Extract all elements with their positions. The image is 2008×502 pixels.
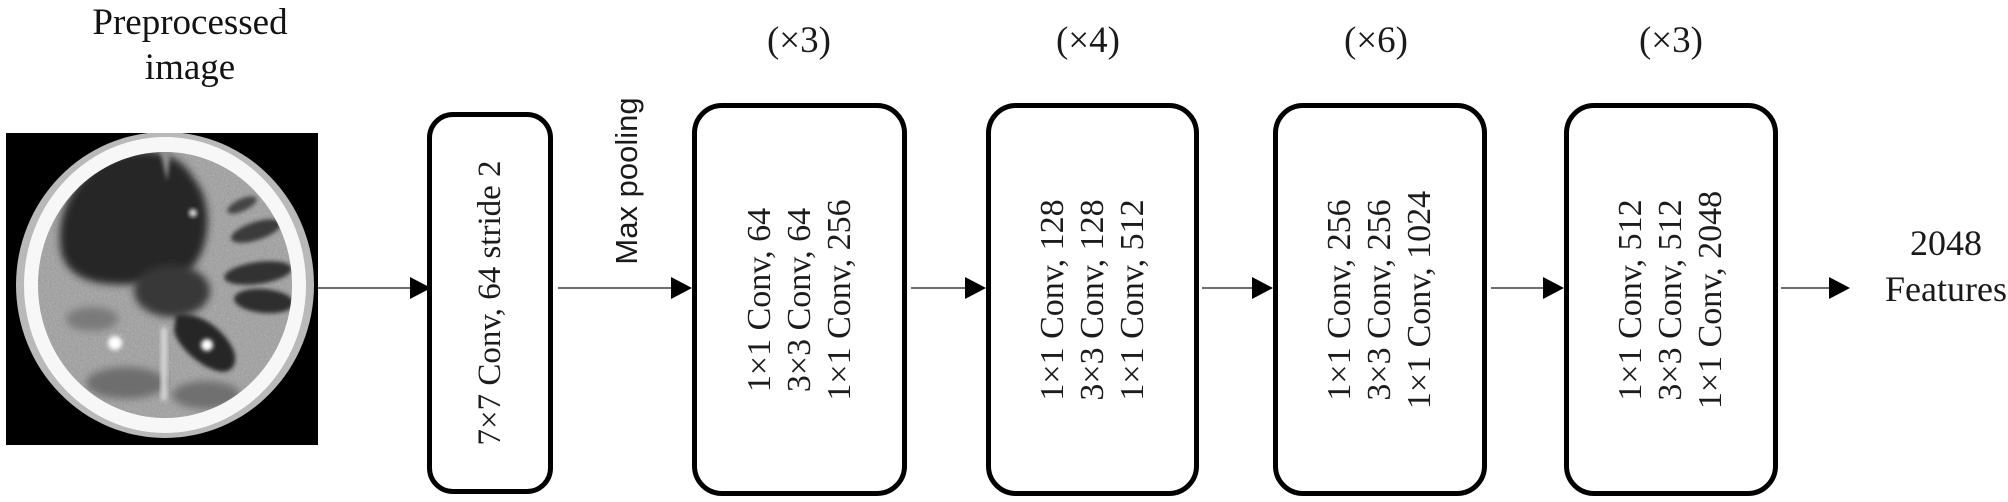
conv-layer-line: 1×1 Conv, 2048: [1692, 190, 1729, 409]
stage-block-layers: 1×1 Conv, 128 3×3 Conv, 128 1×1 Conv, 51…: [1033, 199, 1153, 400]
input-image-title: Preprocessed image: [60, 0, 320, 90]
stage-multiplier-label: (×3): [766, 20, 831, 61]
stage-block-layers: 1×1 Conv, 512 3×3 Conv, 512 1×1 Conv, 20…: [1611, 190, 1731, 408]
stage-block-layers: 1×1 Conv, 64 3×3 Conv, 64 1×1 Conv, 256: [740, 199, 860, 400]
stage-block-layers: 1×1 Conv, 256 3×3 Conv, 256 1×1 Conv, 10…: [1320, 190, 1440, 408]
input-image-title-line2: image: [144, 47, 236, 88]
input-image-title-line1: Preprocessed: [92, 2, 288, 43]
conv-layer-line: 1×1 Conv, 512: [1612, 198, 1649, 401]
conv-layer-line: 3×3 Conv, 256: [1361, 198, 1398, 401]
output-features-line2: Features: [1885, 269, 2007, 309]
flow-arrow: [1202, 277, 1273, 299]
flow-arrow: [1491, 277, 1564, 299]
flow-arrow: [911, 277, 986, 299]
output-features-line1: 2048: [1910, 223, 1982, 263]
stem-conv-block-label: 7×7 Conv, 64 stride 2: [472, 160, 508, 446]
conv-layer-line: 1×1 Conv, 512: [1113, 198, 1151, 401]
stage-multiplier-label: (×3): [1638, 20, 1703, 61]
conv-layer-line: 1×1 Conv, 64: [740, 207, 778, 392]
conv-layer-line: 1×1 Conv, 128: [1033, 198, 1071, 401]
stage-block: 1×1 Conv, 512 3×3 Conv, 512 1×1 Conv, 20…: [1564, 103, 1778, 496]
flow-arrow: [318, 277, 431, 299]
conv-layer-line: 1×1 Conv, 1024: [1401, 190, 1438, 409]
brain-ct-image: [6, 132, 318, 445]
flow-arrow: [558, 277, 692, 299]
stem-conv-block: 7×7 Conv, 64 stride 2: [427, 112, 553, 494]
conv-layer-line: 1×1 Conv, 256: [820, 198, 858, 401]
stage-block: 1×1 Conv, 128 3×3 Conv, 128 1×1 Conv, 51…: [986, 103, 1199, 496]
conv-layer-line: 3×3 Conv, 512: [1652, 198, 1689, 401]
conv-layer-line: 1×1 Conv, 256: [1321, 198, 1358, 401]
max-pooling-label: Max pooling: [609, 97, 644, 265]
stage-multiplier-label: (×6): [1343, 20, 1408, 61]
stage-block: 1×1 Conv, 64 3×3 Conv, 64 1×1 Conv, 256: [692, 103, 907, 496]
stage-block: 1×1 Conv, 256 3×3 Conv, 256 1×1 Conv, 10…: [1273, 103, 1487, 496]
output-features-label: 2048 Features: [1836, 220, 2008, 312]
conv-layer-line: 3×3 Conv, 64: [780, 207, 818, 392]
stage-multiplier-label: (×4): [1055, 20, 1120, 61]
conv-layer-line: 3×3 Conv, 128: [1073, 198, 1111, 401]
